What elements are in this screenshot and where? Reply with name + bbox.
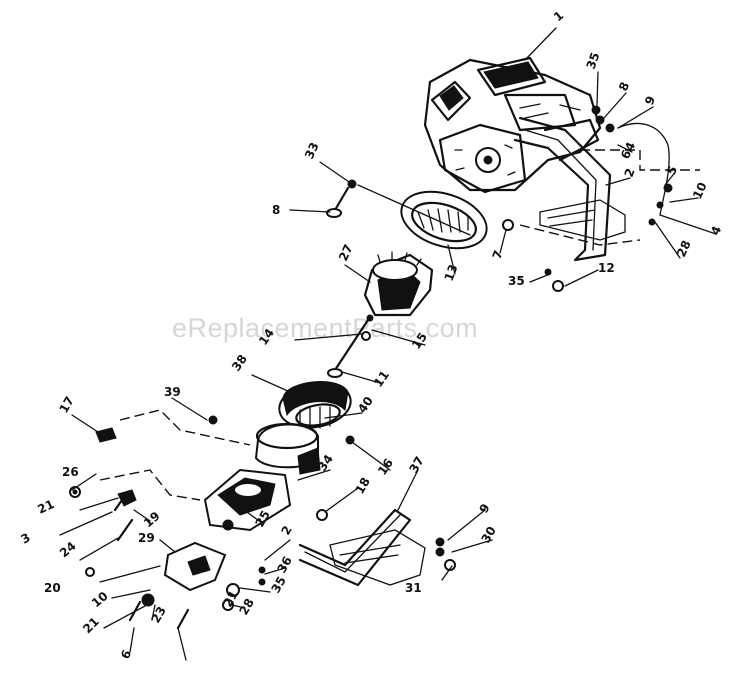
base-plate-lower [329, 529, 426, 586]
part-label-19: 19 [141, 509, 163, 530]
shaft-line [357, 184, 471, 236]
part-label-29: 29 [138, 531, 155, 545]
part-label-6: 6 [118, 648, 134, 661]
part-label-26: 26 [62, 465, 79, 479]
part-label-37: 37 [406, 454, 426, 475]
part-label-35: 35 [584, 51, 603, 71]
part-label-17: 17 [56, 394, 76, 415]
base-plate-upper [539, 199, 626, 241]
part-label-4: 4 [708, 224, 724, 237]
part-label-35: 35 [508, 274, 525, 288]
part-label-33: 33 [302, 140, 322, 161]
engine-assembly [423, 56, 602, 194]
part-label-5: 5 [664, 164, 680, 177]
part-label-13: 13 [442, 263, 461, 283]
part-label-31: 31 [405, 581, 422, 595]
armature-bearing [278, 381, 352, 429]
part-label-16: 16 [375, 456, 396, 478]
part-label-28: 28 [236, 596, 256, 617]
bolt-15 [327, 314, 374, 378]
part-label-11: 11 [371, 368, 392, 390]
wire-upper [617, 122, 670, 216]
part-label-18: 18 [352, 475, 372, 496]
part-label-21: 21 [35, 497, 56, 517]
part-label-27: 27 [336, 242, 356, 263]
part-label-8: 8 [272, 203, 280, 217]
part-label-20: 20 [44, 581, 61, 595]
part-label-36: 36 [274, 554, 294, 575]
part-label-28: 28 [674, 238, 694, 259]
part-label-10: 10 [690, 180, 710, 201]
part-label-9: 9 [476, 501, 492, 515]
part-label-1: 1 [551, 8, 566, 24]
part-label-7: 7 [490, 248, 506, 261]
part-label-3: 3 [19, 530, 33, 546]
end-bell [203, 468, 292, 532]
part-label-12: 12 [598, 261, 615, 275]
part-label-30: 30 [478, 524, 498, 545]
frame-rail-lower [298, 508, 412, 587]
part-label-2: 2 [622, 166, 638, 179]
brush-ring [254, 422, 321, 475]
bolt-33 [326, 179, 357, 218]
dash-guide-a [580, 149, 700, 171]
part-label-40: 40 [355, 394, 376, 416]
frame-rail-upper [513, 116, 612, 262]
leader-lines [59, 27, 717, 661]
watermark-text: eReplacementParts.com [172, 313, 478, 343]
dash-guide-c [99, 409, 251, 501]
stator-assembly [363, 251, 434, 317]
part-label-23: 23 [148, 604, 168, 625]
part-label-8: 8 [616, 80, 632, 93]
part-label-24: 24 [57, 539, 79, 560]
small-hardware [69, 105, 673, 630]
part-label-35: 35 [268, 574, 288, 595]
part-label-10: 10 [89, 589, 111, 610]
dash-guide-b [519, 224, 641, 246]
part-label-38: 38 [229, 352, 250, 374]
control-panel [163, 541, 227, 592]
part-label-21: 21 [80, 614, 102, 636]
part-label-39: 39 [164, 385, 181, 399]
part-label-2: 2 [278, 523, 294, 537]
part-label-9: 9 [642, 94, 658, 107]
rotor-ring [400, 190, 488, 250]
